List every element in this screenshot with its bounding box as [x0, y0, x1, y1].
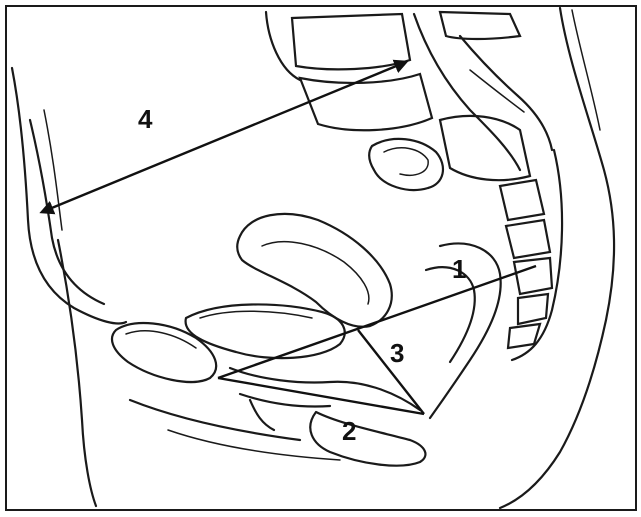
sigmoid-colon: [369, 139, 443, 190]
pubic-bone: [112, 323, 216, 382]
lumbar-spine: [266, 12, 552, 180]
label-2: 2: [342, 416, 356, 446]
label-3: 3: [390, 338, 404, 368]
label-4: 4: [138, 104, 153, 134]
diameter-line-4: [42, 62, 406, 212]
label-1: 1: [452, 254, 466, 284]
diameter-line-1: [218, 266, 536, 378]
pelvic-diameters: [42, 62, 536, 414]
anterior-abdominal-wall: [12, 68, 126, 506]
sacrum: [500, 150, 562, 360]
pelvic-floor: [130, 368, 425, 466]
